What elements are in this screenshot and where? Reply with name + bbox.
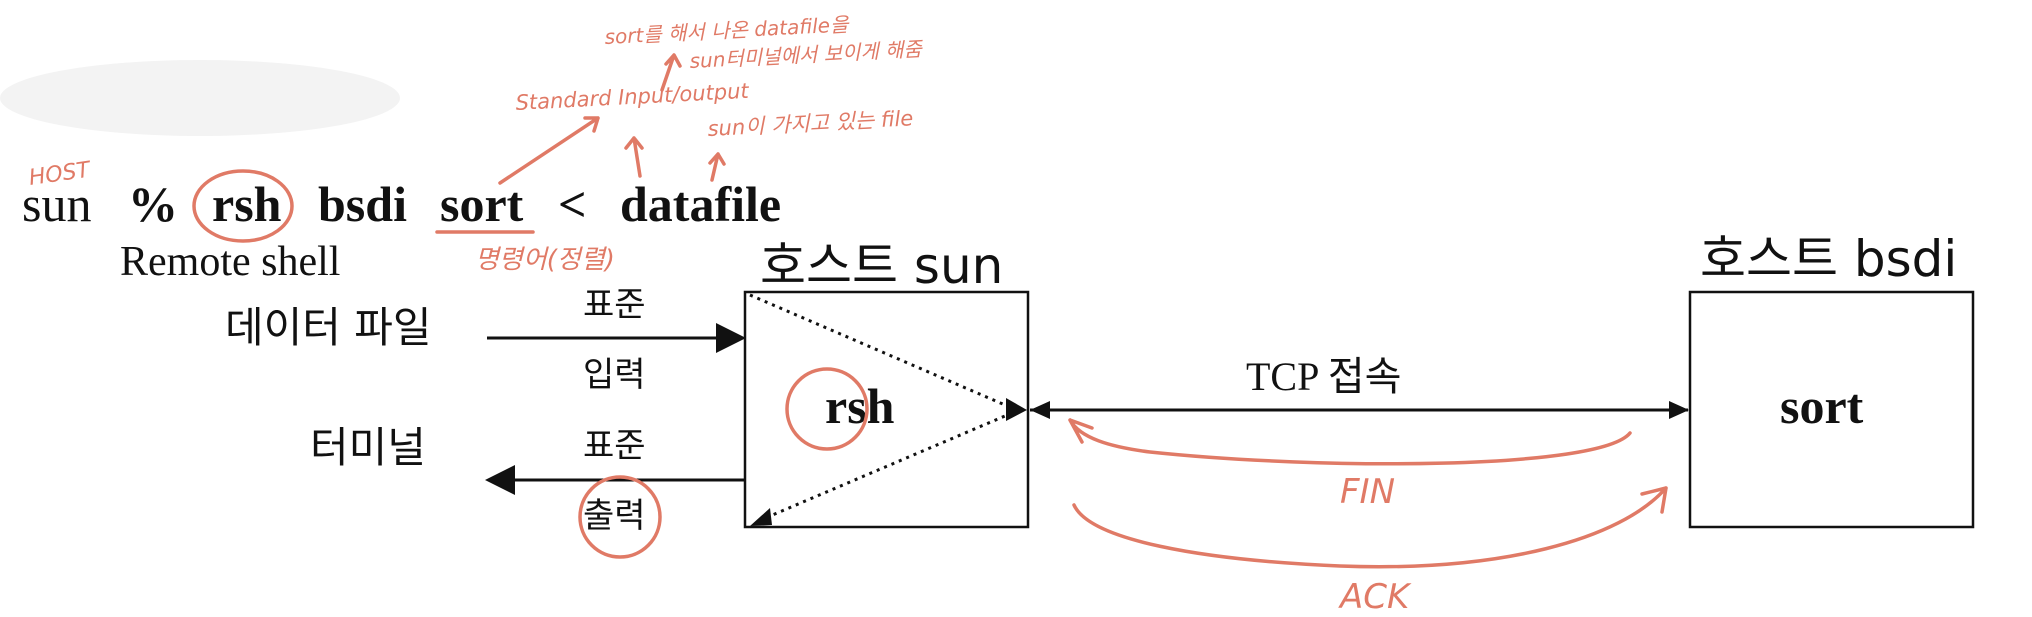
ack-arrow [1072, 486, 1668, 569]
stdout-bottom-label: 출력 [583, 496, 646, 536]
ack-label: ACK [1338, 577, 1412, 617]
tcp-label: TCP 접속 [1246, 354, 1401, 399]
command-rsh: rsh [212, 176, 282, 232]
data-file-label: 데이터 파일 [225, 303, 432, 352]
sort-to-standard-io-arrow [498, 116, 600, 185]
host-sun-box [743, 290, 1030, 529]
tcp-label-text: TCP 접속 [1246, 354, 1401, 399]
host-bsdi-box [1688, 290, 1975, 529]
standard-io-note: Standard Input/output [515, 79, 750, 115]
rsh-box-circle [785, 367, 869, 451]
erased-smudge [0, 60, 400, 136]
stdout-top-label: 표준 [583, 426, 646, 466]
tcp-arrowhead-right [1669, 401, 1689, 419]
annotations: HOST 명령어(정렬) Standard Input/output sort를… [27, 12, 1668, 617]
host-sun-label: 호스트 sun [760, 237, 1003, 295]
command-note: 명령어(정렬) [475, 245, 615, 275]
command-file: datafile [620, 176, 781, 232]
stdin-bottom-label: 입력 [583, 355, 646, 395]
rsh-command-circle [192, 169, 294, 243]
tcp-arrowhead-left [1030, 401, 1050, 419]
sort-file-to-standard-io-arrow [624, 136, 644, 178]
datafile-to-sun-file-arrow [708, 152, 726, 182]
terminal-label: 터미널 [310, 423, 426, 472]
remote-shell-label: Remote shell [120, 239, 340, 285]
fin-arrow [1068, 418, 1632, 466]
stdout-circle [578, 475, 662, 559]
command-program: sort [440, 176, 524, 232]
standard-io-to-sort-result-arrow [660, 53, 682, 92]
fin-label: FIN [1340, 472, 1395, 512]
command-prompt: % [128, 176, 178, 232]
sort-box-label: sort [1780, 378, 1864, 434]
dotted-arrowhead-left [750, 508, 772, 526]
stdin-top-label: 표준 [583, 285, 646, 325]
command-redirect: < [558, 176, 587, 232]
sun-file-note: sun이 가지고 있는 file [707, 106, 914, 141]
command-host: sun [22, 176, 91, 232]
host-bsdi-label: 호스트 bsdi [1700, 230, 1957, 288]
dotted-arrowhead-right [1006, 398, 1027, 421]
command-target: bsdi [318, 176, 407, 232]
